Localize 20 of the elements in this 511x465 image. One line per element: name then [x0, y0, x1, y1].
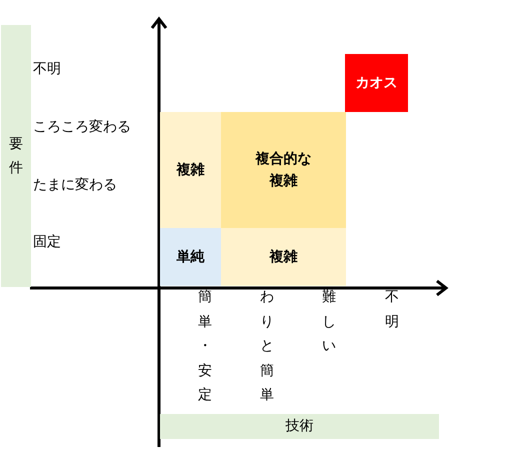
cell-label: 単純: [176, 248, 204, 267]
axis-title-band: [1, 25, 31, 287]
cell-label: 複雑: [270, 248, 298, 267]
row-label: たまに変わる: [33, 178, 117, 192]
matrix-cell: [160, 112, 221, 228]
axis-title-band: [160, 414, 439, 439]
column-label: 難しい: [322, 288, 336, 356]
column-label: 簡単・安定: [198, 288, 212, 405]
cell-label: 複雑: [176, 160, 204, 180]
row-label: ころころ変わる: [33, 120, 131, 134]
column-label: わりと簡単: [260, 288, 274, 405]
axis-title: 技術: [286, 417, 314, 436]
matrix-cell: [160, 228, 221, 286]
cell-label: カオス: [356, 74, 398, 93]
axis-title: 要件: [9, 134, 23, 178]
matrix-cell: [221, 112, 346, 228]
matrix-cell: [221, 228, 346, 286]
matrix-cell: [345, 54, 408, 112]
cell-label: 複合的な複雑: [254, 150, 312, 191]
column-label: 不明: [385, 288, 399, 332]
